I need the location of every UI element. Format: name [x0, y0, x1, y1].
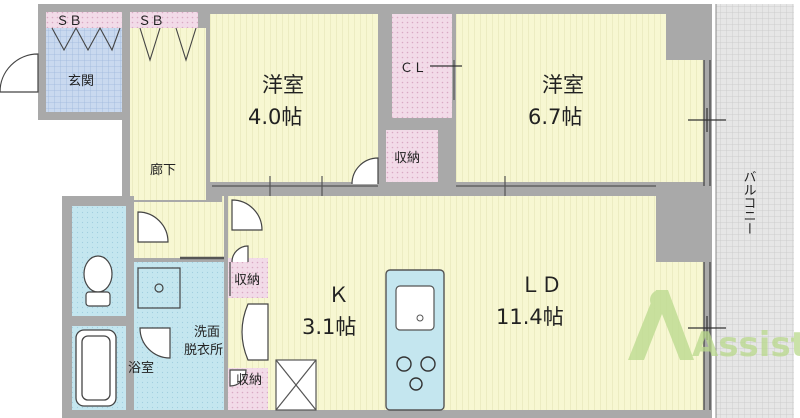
ld-name: ＬＤ	[520, 273, 562, 297]
ld-size: 11.4帖	[496, 305, 564, 329]
storage-upper-label: 収納	[394, 151, 420, 166]
assist-logo: Assist	[628, 290, 800, 365]
corridor-label: 廊下	[150, 162, 176, 178]
stove	[396, 356, 436, 391]
kitchen-size: 3.1帖	[302, 315, 356, 339]
western-room-small-floor	[210, 14, 378, 182]
storage-lower-label: 収納	[236, 373, 262, 388]
genkan-label: 玄関	[68, 74, 94, 89]
storage-mid-floor	[228, 258, 268, 298]
shoebox-right-area	[130, 12, 198, 28]
door-swings	[0, 53, 379, 387]
watermark-text: Assist	[692, 325, 800, 365]
bathtub	[75, 329, 117, 407]
sb-left-label: ＳＢ	[56, 14, 82, 29]
washroom-label-1: 洗面	[194, 325, 220, 340]
folding-doors	[51, 26, 197, 62]
bath-label: 浴室	[128, 360, 154, 376]
storage-mid-label: 収納	[234, 273, 260, 288]
balcony-floor	[716, 4, 794, 418]
sb-right-label: ＳＢ	[138, 14, 164, 29]
western-small-size: 4.0帖	[248, 105, 302, 129]
toilet	[83, 255, 113, 307]
washroom-label-2: 脱衣所	[184, 342, 223, 358]
closet-label: ＣＬ	[400, 61, 426, 76]
western-small-name: 洋室	[262, 73, 304, 97]
western-room-large-alcove	[666, 60, 704, 186]
wash-basin	[241, 303, 269, 361]
room-labels: ＳＢ ＳＢ 玄関 洋室 4.0帖 ＣＬ 収納 洋室 6.7帖 廊下 収納 Ｋ 3…	[56, 14, 756, 388]
kitchen-counter	[385, 269, 445, 411]
genkan-floor	[46, 28, 122, 112]
sink	[395, 285, 435, 331]
shoebox-left-area	[46, 12, 122, 28]
window-marks	[430, 65, 726, 340]
western-large-size: 6.7帖	[528, 105, 582, 129]
refrigerator-space	[275, 359, 317, 411]
western-room-large-floor	[456, 14, 666, 186]
balcony-label: バルコニー	[741, 170, 757, 235]
western-large-name: 洋室	[542, 73, 584, 97]
sliding-door-tracks	[180, 60, 656, 260]
floor-areas	[46, 4, 794, 418]
storage-upper-floor	[386, 130, 438, 184]
washing-machine-pan	[137, 267, 181, 309]
corridor-floor	[130, 28, 206, 200]
kitchen-name: Ｋ	[328, 283, 349, 307]
